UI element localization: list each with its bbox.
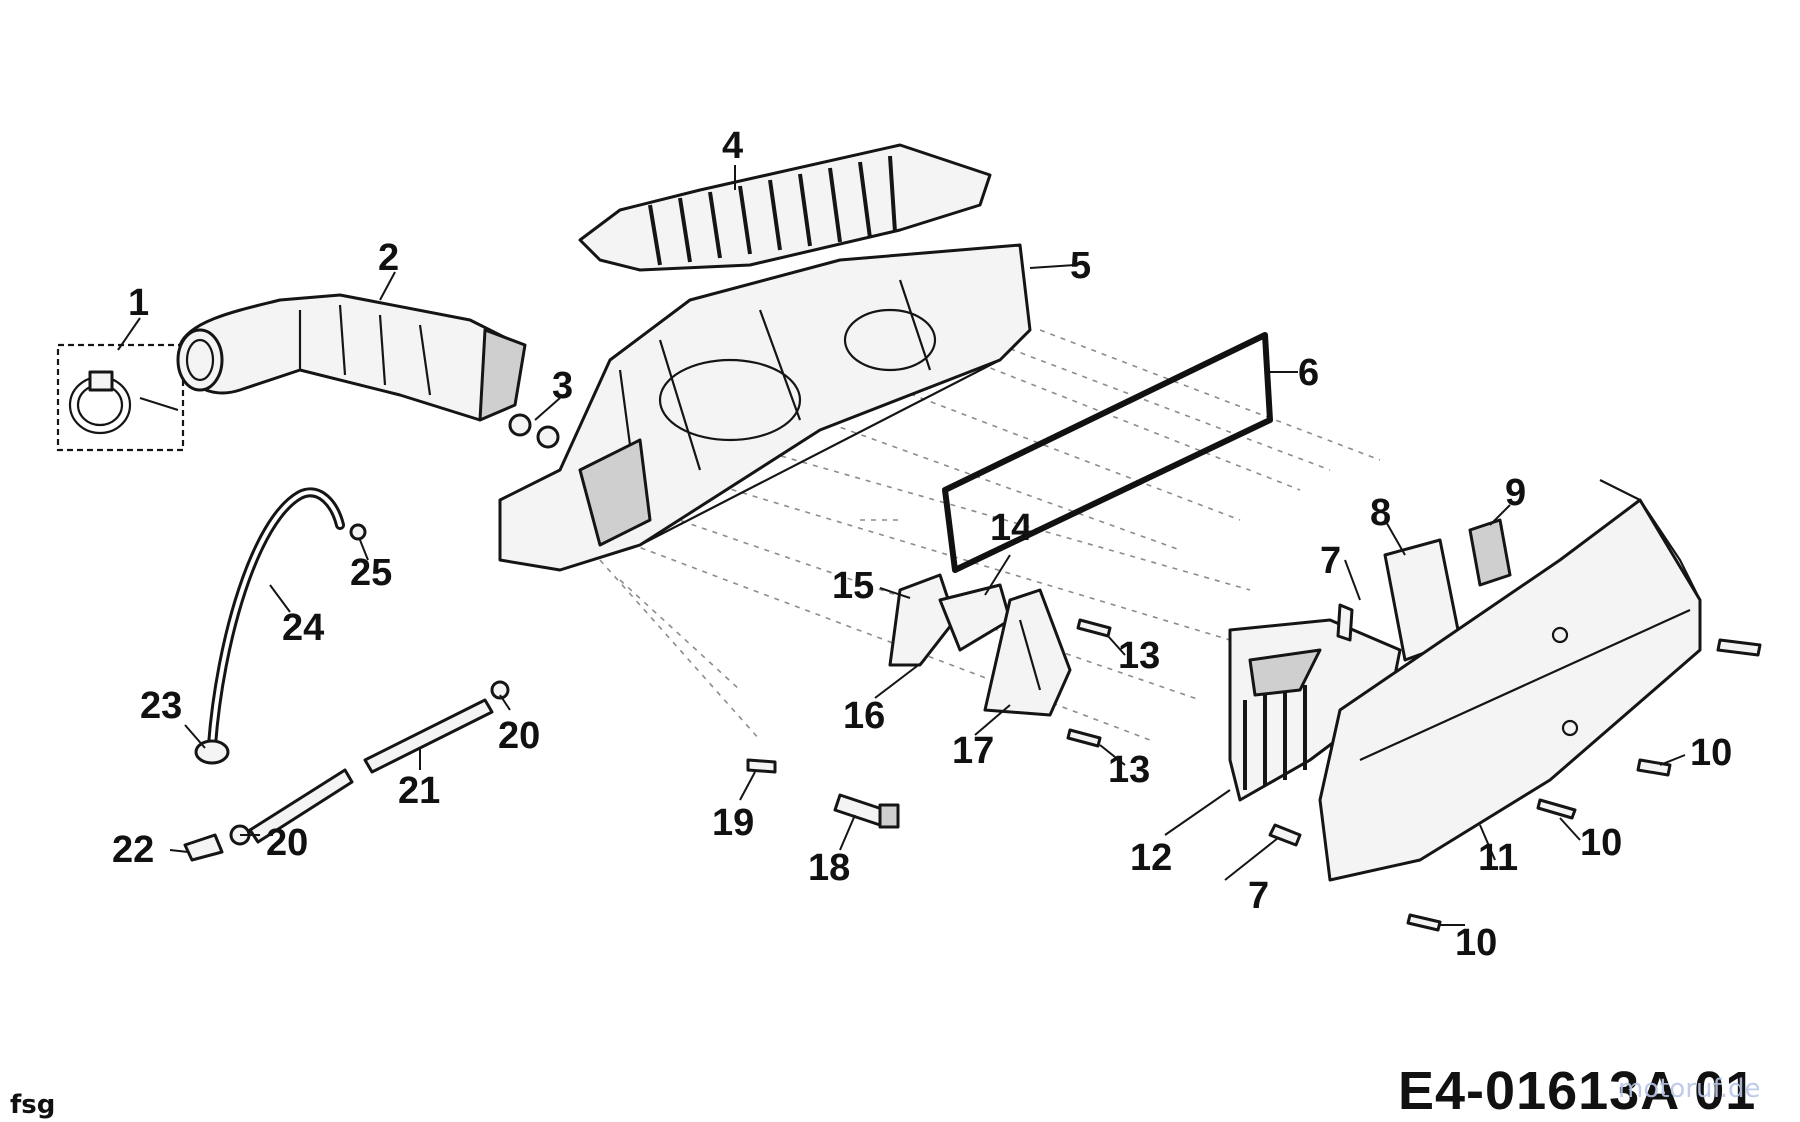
callout-9: 9 bbox=[1505, 472, 1526, 514]
callout-22: 22 bbox=[112, 829, 154, 871]
callout-11: 11 bbox=[1478, 837, 1518, 879]
callout-24: 24 bbox=[282, 607, 324, 649]
callout-14: 14 bbox=[990, 507, 1032, 549]
callout-7-lower: 7 bbox=[1248, 875, 1269, 917]
callout-1: 1 bbox=[128, 282, 149, 324]
part-1-hose-clamp bbox=[56, 343, 185, 452]
callout-labels: 1 2 3 4 5 6 7 7 8 9 10 10 10 11 12 13 13… bbox=[112, 125, 1732, 964]
callout-10-right: 10 bbox=[1690, 732, 1732, 774]
callout-3: 3 bbox=[552, 365, 573, 407]
callout-13-upper: 13 bbox=[1118, 635, 1160, 677]
alignment-lines bbox=[599, 329, 1381, 741]
corner-mark-fsg: fsg bbox=[10, 1090, 56, 1120]
part-12-air-filter bbox=[1228, 618, 1402, 802]
parts-20-21-22-drain-tube bbox=[183, 680, 510, 862]
leader-lines bbox=[117, 165, 1686, 926]
callout-2: 2 bbox=[378, 237, 399, 279]
callout-21: 21 bbox=[398, 770, 440, 812]
part-4-finned-cover bbox=[578, 143, 992, 272]
callout-23: 23 bbox=[140, 685, 182, 727]
callout-6: 6 bbox=[1298, 352, 1319, 394]
callout-10-middle: 10 bbox=[1580, 822, 1622, 864]
part-5-housing-frame bbox=[498, 243, 1032, 572]
part-18-bolt bbox=[833, 793, 900, 829]
callout-13-lower: 13 bbox=[1108, 749, 1150, 791]
callout-8: 8 bbox=[1370, 492, 1391, 534]
part-6-gasket bbox=[942, 332, 1273, 573]
callout-12: 12 bbox=[1130, 837, 1172, 879]
drawing-number: E4-01613A 01 bbox=[1398, 1061, 1757, 1121]
callout-19: 19 bbox=[712, 802, 754, 844]
callout-20-upper: 20 bbox=[498, 715, 540, 757]
callout-25: 25 bbox=[350, 552, 392, 594]
callout-10-bottom: 10 bbox=[1455, 922, 1497, 964]
part-3-nut bbox=[508, 413, 560, 449]
callout-16: 16 bbox=[843, 695, 885, 737]
part-7-clips bbox=[1268, 603, 1354, 847]
watermark-logo: motoruf.de bbox=[1618, 1074, 1761, 1104]
callout-5: 5 bbox=[1070, 245, 1091, 287]
callout-18: 18 bbox=[808, 847, 850, 889]
callout-4: 4 bbox=[722, 125, 743, 167]
part-24-fuel-line bbox=[207, 487, 367, 750]
callout-15: 15 bbox=[832, 565, 874, 607]
part-19-screw bbox=[746, 758, 777, 774]
part-13-screws bbox=[1066, 618, 1112, 748]
callout-20-lower: 20 bbox=[266, 822, 308, 864]
callout-17: 17 bbox=[952, 730, 994, 772]
parts-14-17-bracket-group bbox=[888, 573, 1072, 717]
callout-7-upper: 7 bbox=[1320, 540, 1341, 582]
part-2-intake-hose bbox=[176, 293, 527, 422]
part-11-filter-cover bbox=[1318, 479, 1702, 882]
